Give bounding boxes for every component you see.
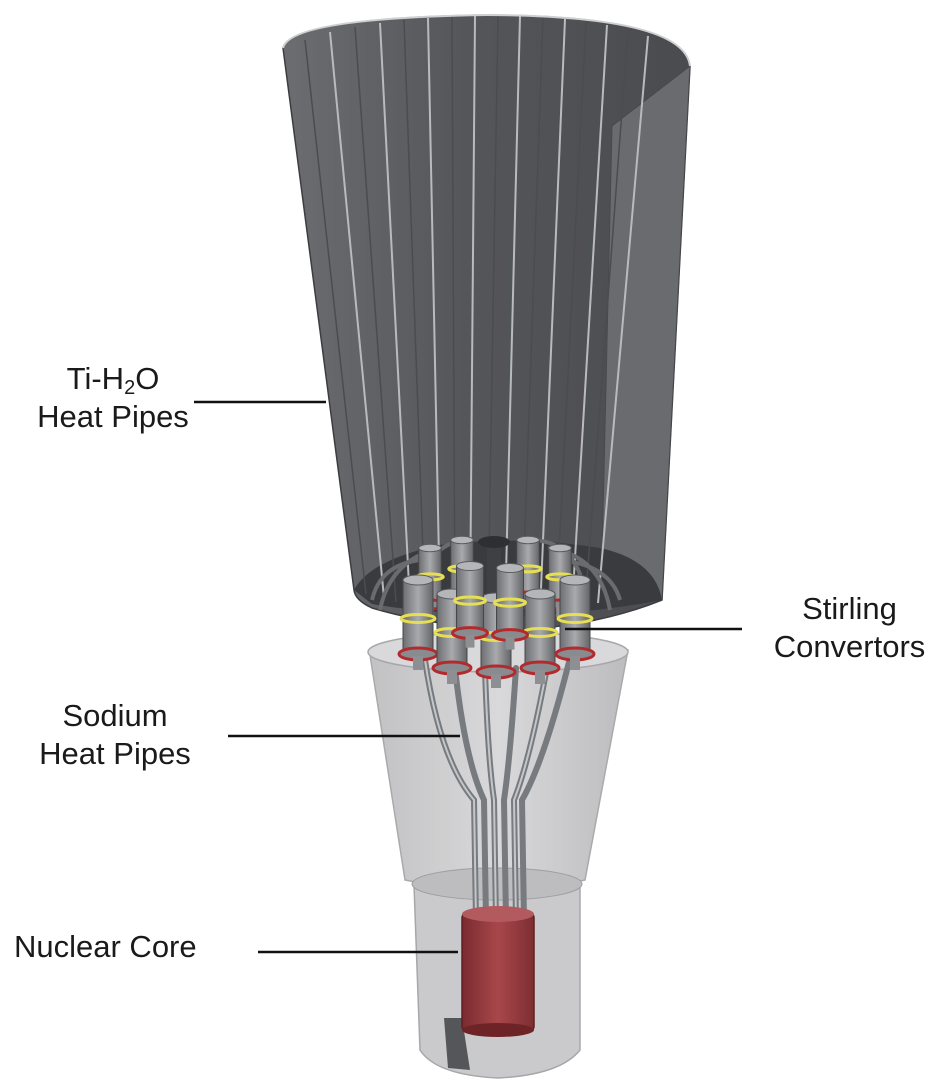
convertor-stem (465, 635, 475, 648)
convertor-yellow-ring (493, 597, 527, 608)
label-ti-h2o-heat-pipes: Ti-H2O Heat Pipes (18, 360, 208, 436)
label-stirling-line1: Stirling (802, 591, 897, 626)
label-sodium-heat-pipes: Sodium Heat Pipes (10, 697, 220, 773)
convertor-cap (496, 563, 524, 573)
label-ti-h2o-subscript: 2 (124, 377, 136, 399)
label-core-line1: Nuclear Core (14, 929, 197, 964)
stirling-convertors (397, 535, 596, 688)
nuclear-core (461, 906, 535, 1037)
convertor-cap (516, 535, 540, 545)
convertor-yellow-ring (453, 595, 487, 606)
label-nuclear-core: Nuclear Core (14, 928, 244, 966)
label-ti-h2o-prefix: Ti-H (66, 361, 125, 396)
convertor-stem (570, 656, 580, 670)
convertor-cap (450, 535, 474, 545)
convertor-cap (559, 574, 591, 586)
convertor-yellow-ring (556, 613, 594, 624)
convertor-stem (447, 670, 457, 684)
label-stirling-convertors: Stirling Convertors (752, 590, 947, 666)
convertor-cap (524, 588, 556, 600)
convertor-cap (402, 574, 434, 586)
convertor-stem (505, 637, 515, 650)
leader-lines (194, 400, 742, 954)
convertor-cap (456, 561, 484, 571)
label-stirling-line2: Convertors (773, 629, 926, 664)
convertor-stem (413, 656, 423, 670)
radiator (282, 13, 691, 631)
label-ti-h2o-line2: Heat Pipes (37, 399, 189, 434)
convertor-cap (418, 543, 442, 553)
convertor-stem (535, 670, 545, 684)
label-sodium-line1: Sodium (62, 698, 168, 733)
radiator-seams (329, 15, 649, 615)
label-ti-h2o-suffix: O (135, 361, 160, 396)
convertor-yellow-ring (399, 613, 437, 624)
label-sodium-line2: Heat Pipes (39, 736, 191, 771)
label-ti-h2o-line1: Ti-H2O (18, 360, 208, 398)
convertor-cap (548, 543, 572, 553)
convertor-stem (491, 674, 501, 688)
